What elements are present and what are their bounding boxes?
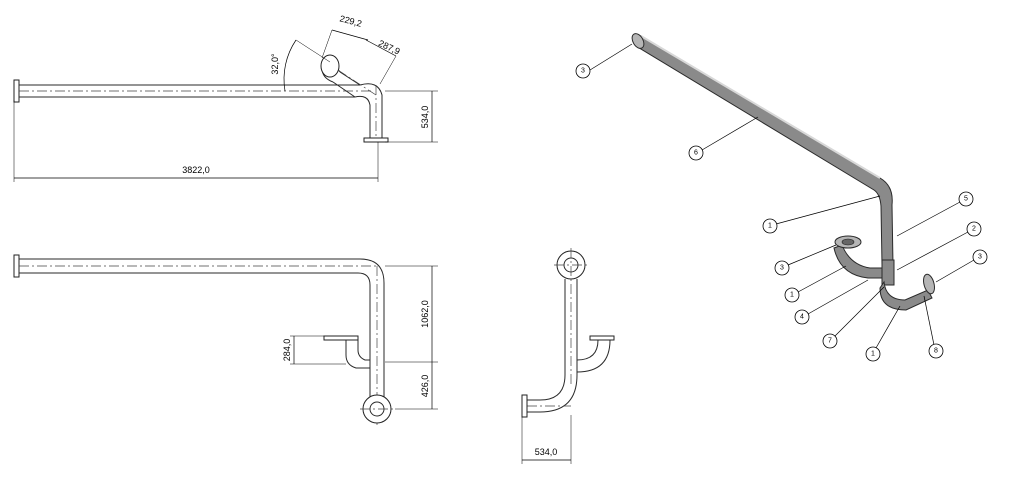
dim-284: 284,0 xyxy=(282,339,292,362)
dim-1062: 1062,0 xyxy=(420,300,430,328)
dim-seg1: 229,2 xyxy=(339,13,363,28)
front-left-flange xyxy=(13,254,20,278)
dim-angle: 32,0° xyxy=(270,53,280,75)
balloon-5: 5 xyxy=(964,196,968,203)
balloon-8: 8 xyxy=(934,348,938,355)
side-left-flange xyxy=(521,394,528,418)
top-flange-angled xyxy=(320,54,340,78)
dim-seg2: 287,9 xyxy=(377,38,402,57)
dim-426: 426,0 xyxy=(420,375,430,398)
balloons: 3 6 1 5 3 2 3 1 4 7 xyxy=(575,43,988,362)
top-view: 3822,0 534,0 32,0° 229,2 287,9 xyxy=(13,13,438,182)
balloon-3-left: 3 xyxy=(780,265,784,272)
front-view: 1062,0 426,0 284,0 xyxy=(13,254,438,425)
balloon-2: 2 xyxy=(972,226,976,233)
balloon-1-upper: 1 xyxy=(768,223,772,230)
iso-right-flange xyxy=(923,273,935,295)
dim-height-top: 534,0 xyxy=(420,106,430,129)
side-view: 534,0 xyxy=(521,248,615,464)
front-mid-flange xyxy=(323,335,359,341)
iso-top-flange xyxy=(631,33,645,49)
balloon-7: 7 xyxy=(828,338,832,345)
balloon-4: 4 xyxy=(800,314,804,321)
dim-length: 3822,0 xyxy=(182,165,210,175)
balloon-6: 6 xyxy=(694,150,698,157)
balloon-3-right: 3 xyxy=(978,254,982,261)
balloon-1-lower: 1 xyxy=(871,351,875,358)
left-flange xyxy=(13,79,20,103)
balloon-3-top: 3 xyxy=(581,68,585,75)
bottom-flange xyxy=(363,137,389,143)
side-right-flange xyxy=(589,335,615,341)
isometric-view xyxy=(631,33,935,311)
balloon-1-mid: 1 xyxy=(790,292,794,299)
dim-side-width: 534,0 xyxy=(535,447,558,457)
